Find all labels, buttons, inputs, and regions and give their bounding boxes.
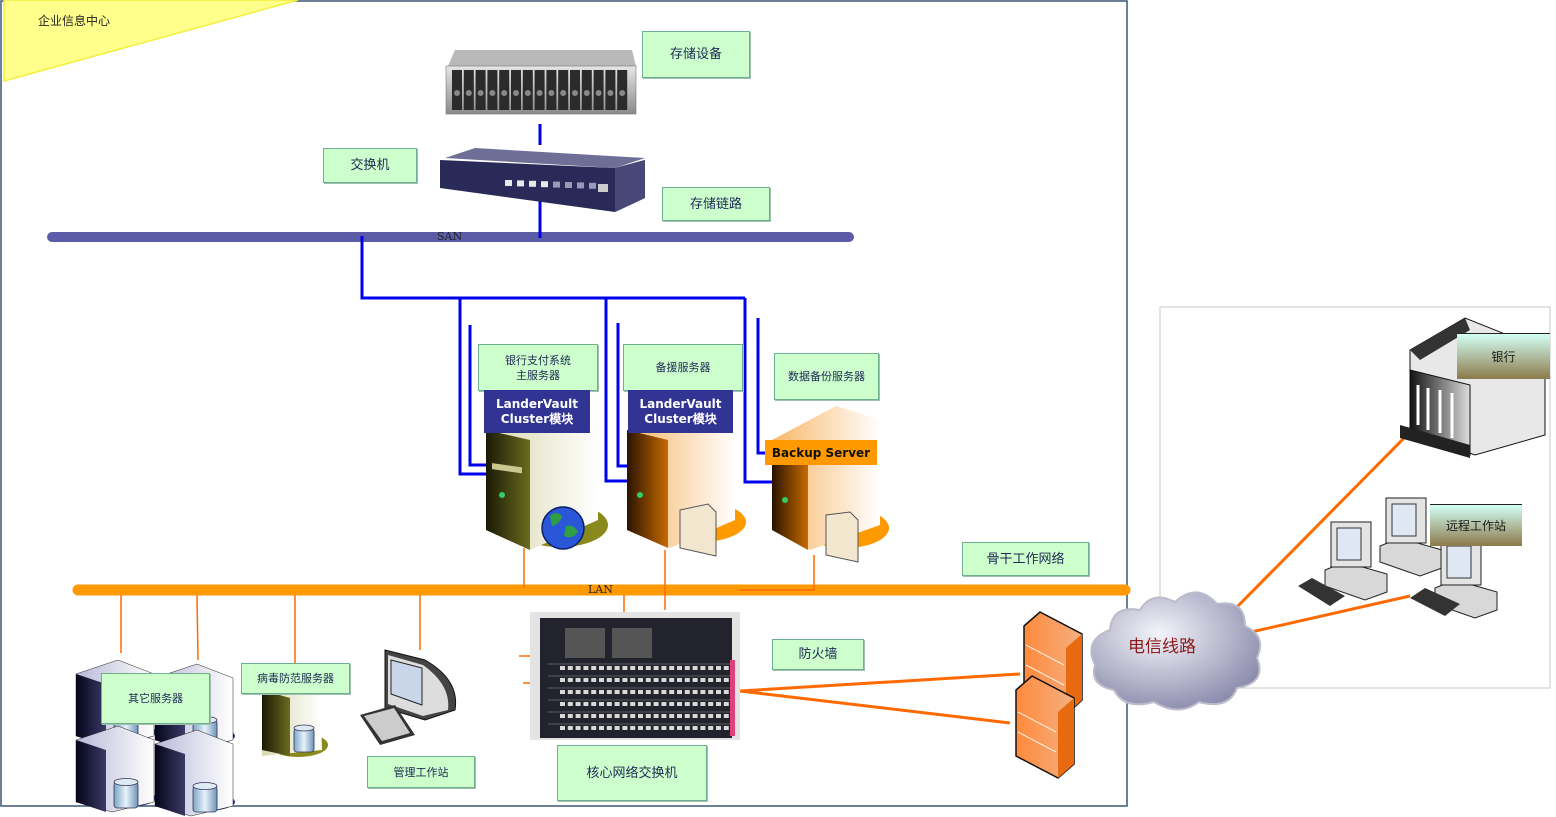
admin-workstation-label: 管理工作站	[367, 756, 475, 788]
firewall-icon	[1015, 611, 1083, 779]
telecom-line-label: 电信线路	[1128, 637, 1196, 657]
enterprise-center-frame	[0, 0, 1128, 807]
san-switch-icon	[440, 148, 645, 212]
standby-server-icon	[627, 420, 746, 557]
san-bus-label: SAN	[437, 230, 463, 243]
backup-server-badge: Backup Server	[765, 440, 877, 465]
core-switch-label: 核心网络交换机	[557, 745, 707, 801]
wan-links	[739, 428, 1414, 725]
san-links	[360, 124, 772, 484]
folder-icon	[825, 511, 859, 563]
firewall-label: 防火墙	[772, 639, 864, 670]
bank-main-server-label: 银行支付系统 主服务器	[478, 344, 598, 391]
title-banner	[3, 0, 299, 82]
antivirus-server-icon	[262, 690, 328, 757]
switch-label: 交换机	[323, 148, 417, 183]
antivirus-server-label: 病毒防范服务器	[241, 663, 350, 694]
globe-icon	[541, 506, 585, 550]
backup-data-server-label: 数据备份服务器	[774, 353, 879, 400]
backbone-network-label: 骨干工作网络	[962, 542, 1089, 576]
enterprise-center-title: 企业信息中心	[38, 14, 111, 28]
standby-server-label: 备援服务器	[623, 344, 743, 391]
backup-server-icon	[772, 406, 889, 563]
telecom-cloud-icon	[1090, 591, 1261, 711]
storage-device-label: 存储设备	[642, 31, 750, 78]
bank-main-server-icon	[486, 420, 608, 550]
bank-label: 银行	[1457, 333, 1550, 379]
remote-workstations-icon	[1298, 497, 1498, 619]
storage-array-icon	[445, 50, 637, 115]
lan-links	[120, 548, 815, 684]
lan-bus-label: LAN	[588, 583, 613, 596]
landervault-module-1: LanderVault Cluster模块	[484, 390, 590, 433]
admin-workstation-icon	[360, 649, 457, 745]
folder-icon	[679, 503, 717, 557]
remote-area-frame	[1159, 306, 1551, 689]
remote-workstation-label: 远程工作站	[1430, 504, 1522, 546]
other-servers-label: 其它服务器	[101, 673, 210, 724]
storage-link-label: 存储链路	[662, 187, 770, 221]
landervault-module-2: LanderVault Cluster模块	[628, 390, 733, 433]
core-switch-icon	[530, 612, 740, 740]
